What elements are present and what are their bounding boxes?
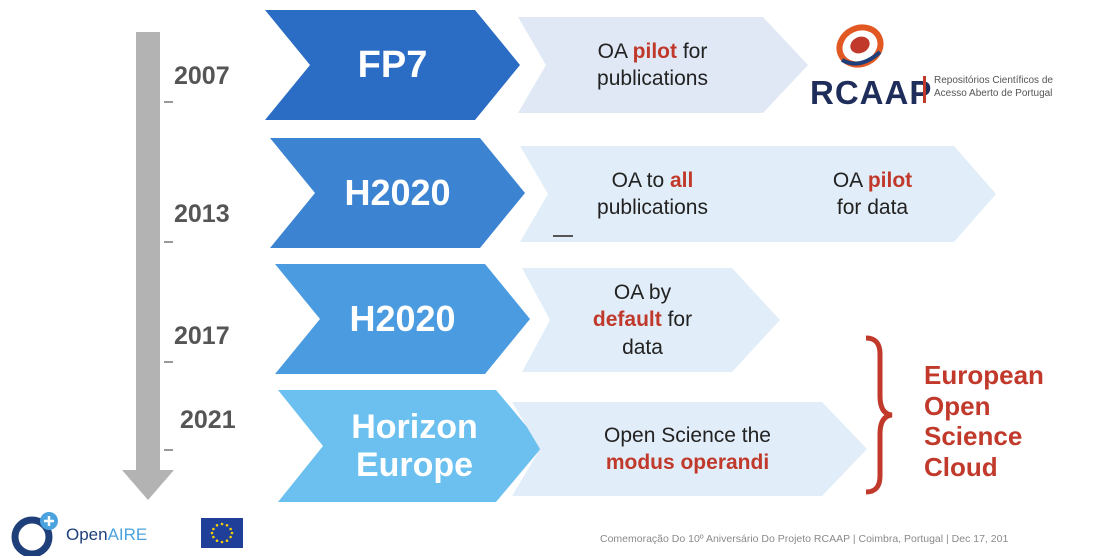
policy-label: OA to all publications [545, 146, 760, 242]
policy-text-run: OA to [611, 168, 670, 192]
eosc-label: European Open Science Cloud [924, 360, 1044, 483]
highlight-text: pilot [632, 39, 677, 63]
policy-label: Open Science the modus operandi [545, 402, 830, 496]
policy-text-run: data [622, 335, 663, 359]
policy-label: OA by default for data [545, 268, 740, 372]
policy-text-run: publications [597, 196, 708, 219]
year-label: 2017 [174, 322, 230, 350]
policy-label: OA pilot for publications [545, 17, 760, 113]
rcaap-wordmark: RCAAP [810, 74, 933, 111]
year-tick [164, 361, 173, 363]
openaire-name-b: AIRE [107, 525, 148, 544]
divider-line [553, 235, 573, 237]
eosc-line: European [924, 360, 1044, 390]
policy-label: OA pilot for data [785, 146, 960, 242]
program-label: Horizon Europe [322, 390, 507, 502]
highlight-text: all [670, 168, 694, 192]
eosc-line: Cloud [924, 452, 998, 483]
policy-label-text: OA pilot for data [833, 167, 912, 222]
highlight-text: modus operandi [605, 451, 770, 474]
rcaap-divider [923, 76, 926, 103]
policy-text-run: for data [836, 196, 909, 219]
policy-text-run: OA [832, 168, 868, 192]
year-label: 2021 [180, 406, 236, 434]
eosc-line: Open [924, 390, 991, 421]
program-label: H2020 [320, 264, 485, 374]
eosc-line: Science [924, 421, 1023, 452]
program-label-line: Horizon [351, 407, 478, 446]
policy-box [518, 17, 808, 113]
highlight-text: default [592, 308, 662, 332]
year-tick [164, 449, 173, 451]
policy-box [522, 268, 780, 372]
policy-box [512, 402, 867, 496]
policy-label-text: OA pilot for publications [597, 38, 708, 93]
rcaap-tagline: Repositórios Científicos de Acesso Abert… [934, 74, 1053, 100]
year-label: 2007 [174, 62, 230, 90]
program-label: H2020 [315, 138, 480, 248]
program-chevron [265, 10, 520, 120]
openaire-logo-icon [11, 512, 58, 556]
program-chevron [278, 390, 543, 502]
program-label: FP7 [310, 10, 475, 120]
policy-box [520, 146, 810, 242]
program-label-line: H2020 [349, 297, 456, 339]
year-label: 2013 [174, 200, 230, 228]
program-chevron [275, 264, 530, 374]
policy-label-text: OA to all publications [597, 167, 708, 222]
policy-box [758, 146, 996, 242]
policy-text-run: for [661, 308, 693, 332]
program-chevron [270, 138, 525, 248]
policy-text-run: Open Science the [604, 423, 771, 447]
policy-text-run: for [677, 39, 708, 63]
year-tick [164, 241, 173, 243]
program-label-line: H2020 [344, 171, 451, 213]
rcaap-logo-icon [836, 24, 884, 68]
policy-label-text: OA by default for data [593, 279, 692, 361]
program-label-line: FP7 [357, 43, 428, 86]
eu-flag-icon [201, 518, 243, 548]
year-tick [164, 101, 173, 103]
curly-bracket-icon [865, 335, 893, 495]
policy-text-run: OA [597, 39, 633, 63]
policy-text-run: publications [597, 67, 708, 90]
highlight-text: pilot [867, 168, 913, 192]
openaire-name-a: Open [66, 525, 108, 544]
rcaap-tagline-line: Repositórios Científicos de [934, 75, 1053, 86]
policy-label-text: Open Science the modus operandi [604, 422, 771, 477]
footer-text: Comemoração Do 10º Aniversário Do Projet… [600, 533, 1009, 545]
policy-text-run: OA by [613, 281, 672, 305]
rcaap-tagline-line: Acesso Aberto de Portugal [934, 88, 1053, 99]
openaire-wordmark: OpenAIRE [66, 525, 147, 545]
program-label-line: Europe [355, 446, 474, 484]
timeline-arrow-icon [122, 32, 174, 500]
